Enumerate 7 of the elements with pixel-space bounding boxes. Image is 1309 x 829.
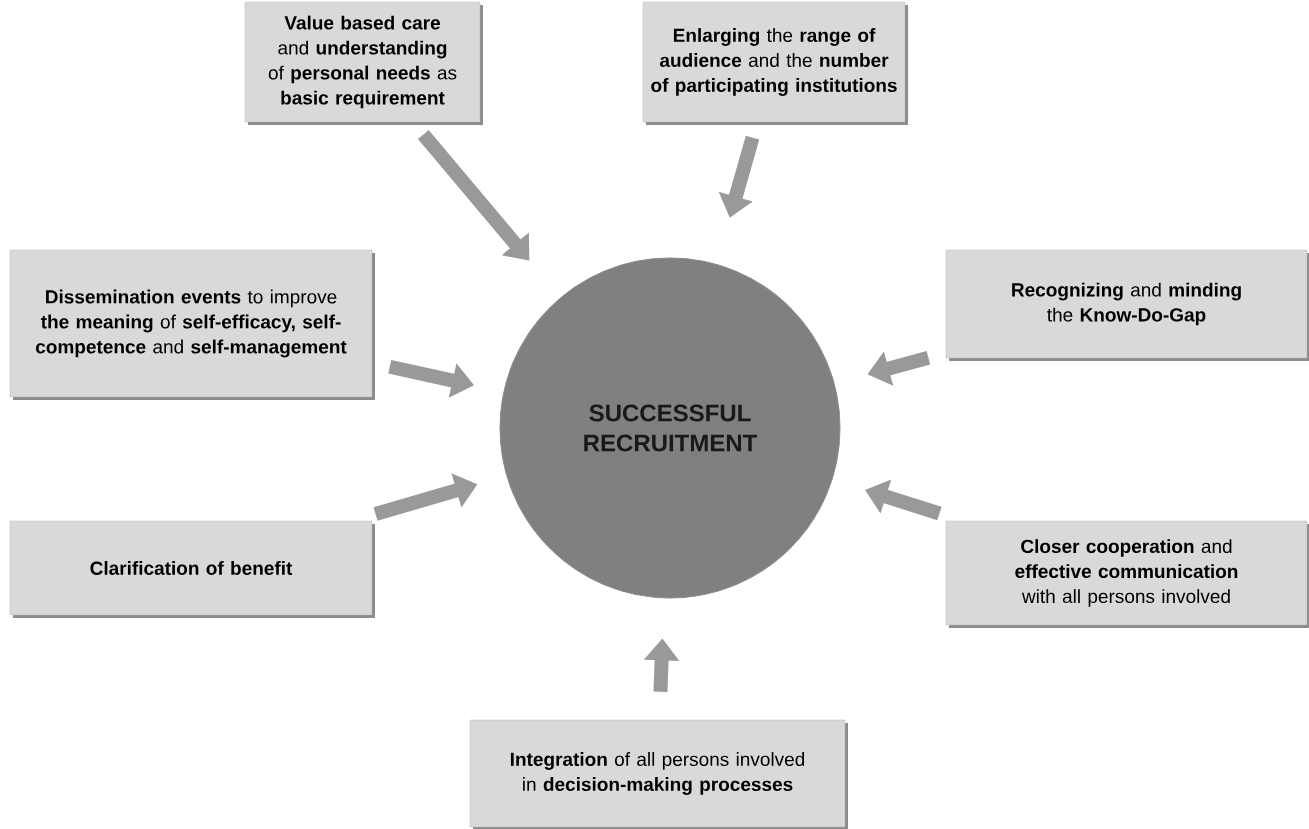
text-box: Dissemination events to improve the meaning of self-efficacy, self-competence and self-management <box>9 249 375 400</box>
text-box: Enlarging the range of audience and the number of participating institutions <box>642 1 908 125</box>
text-box: Integration of all persons involved in decision-making processes <box>469 719 848 829</box>
text-box: Value based care and understanding of personal needs as basic requirement <box>244 1 483 125</box>
text-box: Recognizing and minding the Know-Do-Gap <box>945 249 1309 361</box>
text-box: Closer cooperation and effective communication with all persons involved <box>945 520 1309 628</box>
text-box: Clarification of benefit <box>9 520 375 618</box>
